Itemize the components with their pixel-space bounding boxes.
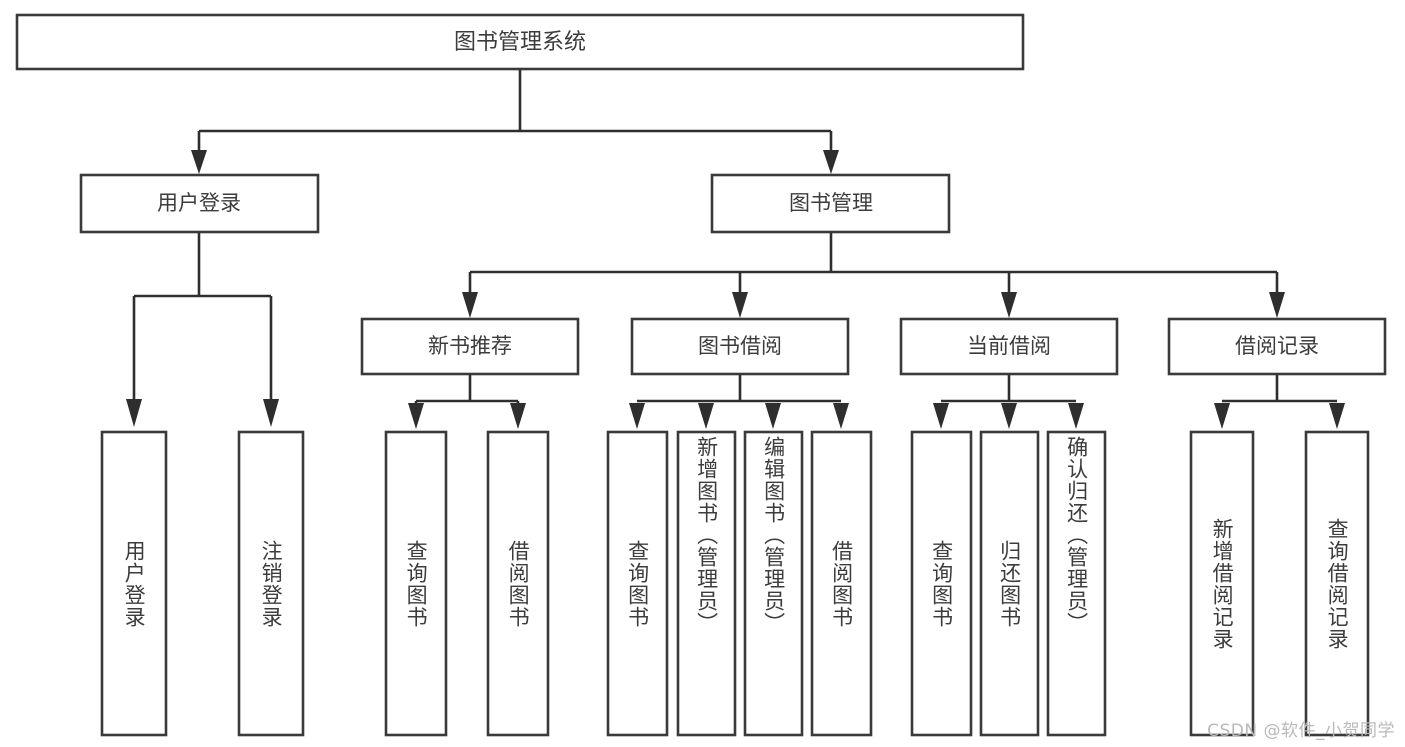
node-borrow-record[interactable]: 借阅记录 bbox=[1167, 317, 1387, 376]
csdn-watermark: CSDN @软件_小贺同学 bbox=[1207, 721, 1395, 741]
leaf-box-book-borrow-2[interactable] bbox=[676, 430, 737, 737]
node-borrow-record-box[interactable] bbox=[1167, 317, 1387, 376]
arrow-head-currentborrow-leaf-2 bbox=[1001, 403, 1017, 429]
arrow-head-borrowrecord-leaf-1 bbox=[1214, 403, 1230, 429]
arrow-head-currentborrow bbox=[1001, 292, 1017, 318]
arrow-head-currentborrow-leaf-1 bbox=[933, 403, 949, 429]
node-current-borrow-label: 当前借阅 bbox=[967, 334, 1051, 358]
arrow-head-borrowrecord bbox=[1269, 292, 1285, 318]
node-book-borrow[interactable]: 图书借阅 bbox=[630, 317, 850, 376]
connectors-bookborrow bbox=[629, 374, 849, 429]
connectors-currentborrow bbox=[933, 374, 1084, 429]
node-current-borrow[interactable]: 当前借阅 bbox=[899, 317, 1119, 376]
leaf-box-borrow-record-1[interactable] bbox=[1189, 430, 1255, 737]
arrow-head-bookborrow bbox=[732, 292, 748, 318]
arrow-head-bookborrow-leaf-1 bbox=[629, 403, 645, 429]
node-book-borrow-label: 图书借阅 bbox=[698, 334, 782, 358]
node-new-book-recommend-box[interactable] bbox=[360, 317, 580, 376]
arrow-head-newbook bbox=[462, 292, 478, 318]
leaf-box-new-book-2[interactable] bbox=[486, 430, 550, 737]
node-user-login-label: 用户登录 bbox=[157, 191, 241, 215]
arrow-head-borrowrecord-leaf-2 bbox=[1329, 403, 1345, 429]
connectors-bookmgmt bbox=[462, 232, 1285, 318]
node-new-book-recommend-label: 新书推荐 bbox=[428, 334, 512, 358]
leaf-box-book-borrow-4[interactable] bbox=[810, 430, 873, 737]
leaf-box-current-borrow-3[interactable] bbox=[1046, 430, 1107, 737]
arrow-head-bookborrow-leaf-2 bbox=[698, 403, 714, 429]
connectors-borrowrecord bbox=[1214, 374, 1345, 429]
node-book-management[interactable]: 图书管理 bbox=[710, 173, 951, 234]
leaf-box-user-login-2[interactable] bbox=[237, 430, 305, 737]
node-current-borrow-box[interactable] bbox=[899, 317, 1119, 376]
node-user-login[interactable]: 用户登录 bbox=[79, 173, 320, 234]
node-book-borrow-box[interactable] bbox=[630, 317, 850, 376]
node-new-book-recommend[interactable]: 新书推荐 bbox=[360, 317, 580, 376]
connectors-newbook bbox=[408, 374, 526, 429]
arrow-head-newbook-leaf-1 bbox=[408, 403, 424, 429]
node-book-management-box[interactable] bbox=[710, 173, 951, 234]
leaf-box-user-login-1[interactable] bbox=[100, 430, 168, 737]
arrow-head-userlogin bbox=[191, 150, 207, 174]
node-root-label: 图书管理系统 bbox=[454, 30, 586, 55]
arrow-head-userlogin-leaf-2 bbox=[263, 399, 279, 427]
node-root[interactable]: 图书管理系统 bbox=[15, 13, 1025, 71]
leaf-box-current-borrow-1[interactable] bbox=[910, 430, 973, 737]
node-user-login-box[interactable] bbox=[79, 173, 320, 234]
arrow-head-bookmgmt bbox=[823, 150, 839, 174]
arrow-head-bookborrow-leaf-4 bbox=[833, 403, 849, 429]
leaf-box-book-borrow-3[interactable] bbox=[743, 430, 804, 737]
node-borrow-record-label: 借阅记录 bbox=[1235, 334, 1319, 358]
leaf-box-current-borrow-2[interactable] bbox=[979, 430, 1040, 737]
arrow-head-currentborrow-leaf-3 bbox=[1068, 403, 1084, 429]
leaf-box-new-book-1[interactable] bbox=[384, 430, 448, 737]
connectors-userlogin bbox=[126, 232, 279, 427]
node-root-box[interactable] bbox=[15, 13, 1025, 71]
leaf-box-borrow-record-2[interactable] bbox=[1304, 430, 1370, 737]
connectors-root bbox=[191, 69, 839, 174]
leaf-box-book-borrow-1[interactable] bbox=[606, 430, 669, 737]
arrow-head-userlogin-leaf-1 bbox=[126, 399, 142, 427]
arrow-head-bookborrow-leaf-3 bbox=[765, 403, 781, 429]
node-book-management-label: 图书管理 bbox=[789, 191, 873, 215]
arrow-head-newbook-leaf-2 bbox=[510, 403, 526, 429]
